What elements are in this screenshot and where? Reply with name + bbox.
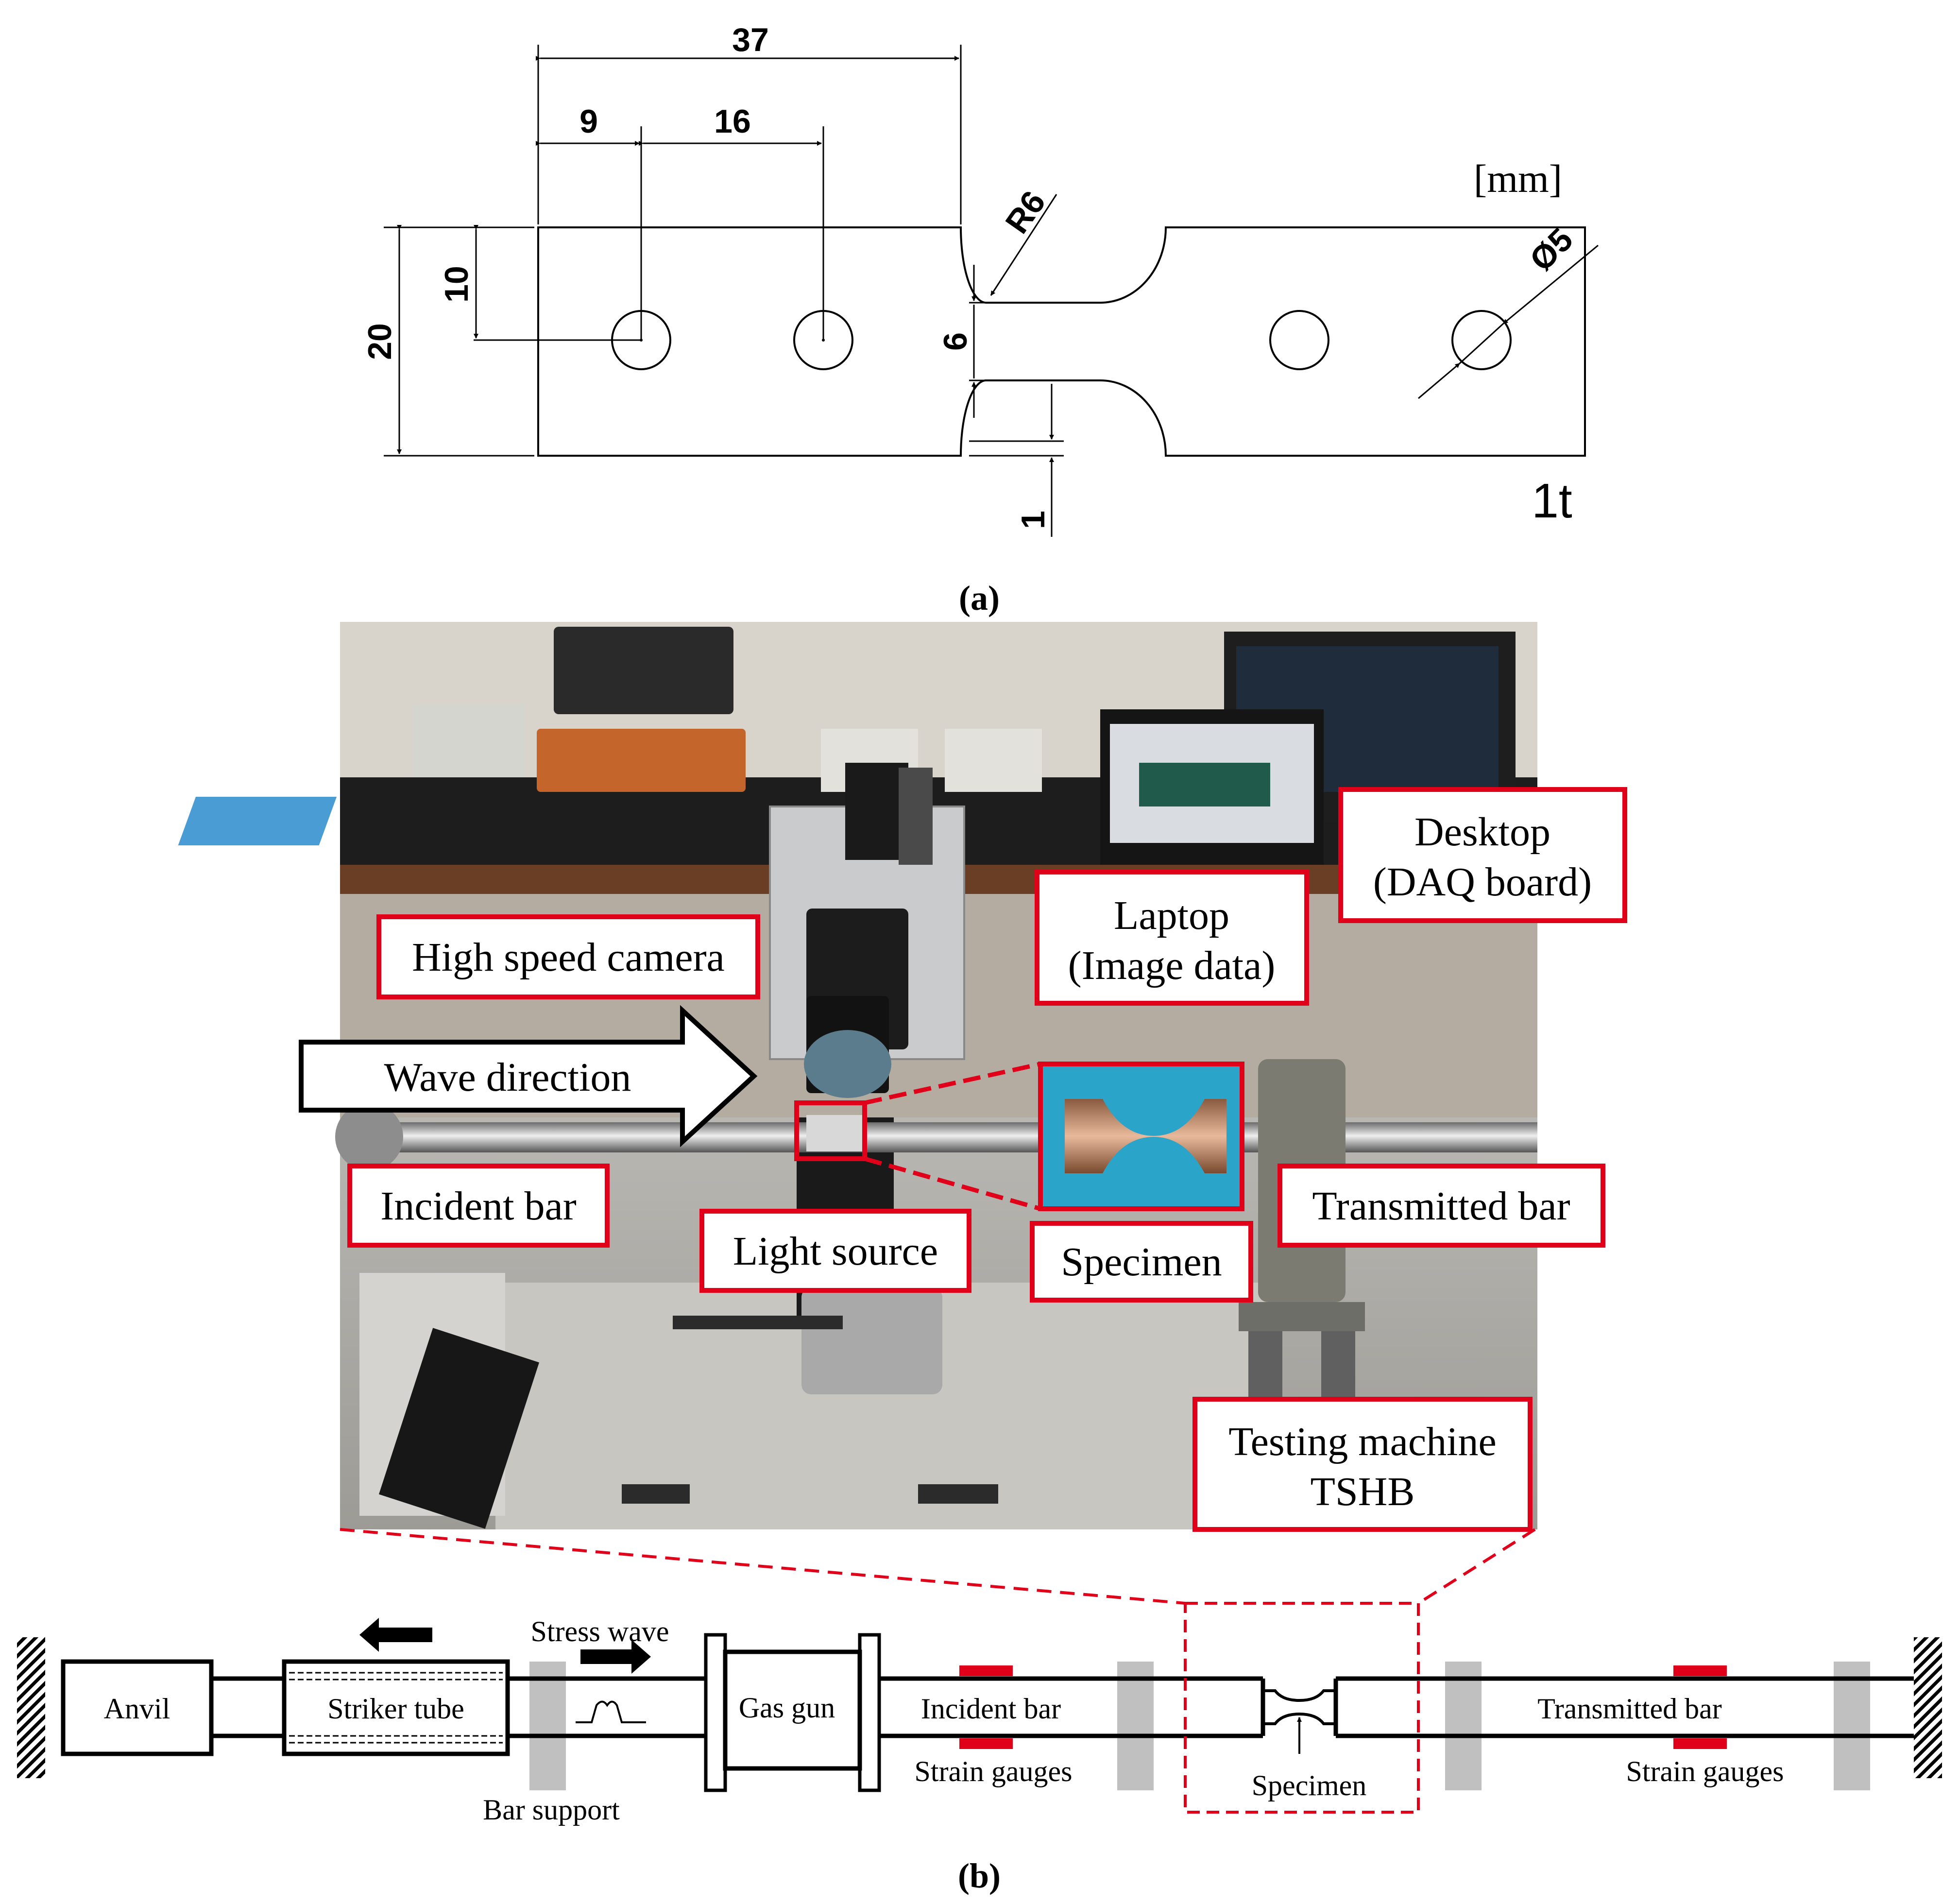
dim-37-label: 37 bbox=[732, 21, 769, 58]
hole-4 bbox=[1451, 310, 1512, 370]
caption-b: (b) bbox=[958, 1856, 1001, 1895]
gas-gun-label: Gas gun bbox=[739, 1692, 835, 1724]
dim-20-label: 20 bbox=[361, 323, 398, 360]
label-laptop: Laptop (Image data) bbox=[1035, 870, 1309, 1006]
svg-text:Incident bar: Incident bar bbox=[380, 1184, 576, 1229]
wave-direction-label: Wave direction bbox=[384, 1055, 631, 1100]
svg-text:Transmitted bar: Transmitted bar bbox=[1312, 1184, 1570, 1229]
dim-9-label: 9 bbox=[579, 103, 598, 140]
label-light-source: Light source bbox=[699, 1209, 971, 1293]
caption-a: (a) bbox=[959, 579, 1000, 618]
specimen-inset bbox=[794, 1062, 1244, 1211]
svg-text:(Image data): (Image data) bbox=[1068, 943, 1276, 988]
specimen-drawing: 37 9 16 20 10 6 1 R6 Ø5 [mm] 1t bbox=[361, 21, 1599, 537]
label-specimen-photo: Specimen bbox=[1030, 1221, 1253, 1303]
svg-text:Specimen: Specimen bbox=[1061, 1239, 1222, 1285]
left-wall bbox=[17, 1637, 45, 1778]
wave-direction-arrow: Wave direction bbox=[299, 1005, 758, 1148]
svg-text:TSHB: TSHB bbox=[1311, 1469, 1415, 1514]
anvil-label: Anvil bbox=[104, 1693, 170, 1725]
striker-tube-label: Striker tube bbox=[327, 1693, 464, 1725]
dim-10-label: 10 bbox=[438, 266, 475, 303]
svg-text:Desktop: Desktop bbox=[1414, 809, 1550, 855]
unit-label: [mm] bbox=[1474, 156, 1562, 201]
thickness-label: 1t bbox=[1532, 474, 1572, 528]
dim-1-label: 1 bbox=[1015, 511, 1052, 529]
specimen-schematic-label: Specimen bbox=[1252, 1769, 1367, 1801]
label-high-speed-camera: High speed camera bbox=[376, 914, 760, 999]
label-testing-machine: Testing machine TSHB bbox=[1192, 1397, 1533, 1532]
hole-3 bbox=[1269, 310, 1329, 370]
specimen-outline bbox=[537, 226, 1586, 457]
label-incident-bar: Incident bar bbox=[347, 1164, 610, 1248]
dim-r6-label: R6 bbox=[998, 184, 1053, 240]
bar-support-label: Bar support bbox=[483, 1794, 620, 1826]
dim-d5-label: Ø5 bbox=[1523, 221, 1580, 278]
svg-text:Laptop: Laptop bbox=[1114, 893, 1229, 938]
strain-gauges-label-1: Strain gauges bbox=[915, 1755, 1073, 1787]
svg-text:(DAQ board): (DAQ board) bbox=[1373, 859, 1592, 905]
transmitted-bar-label: Transmitted bar bbox=[1537, 1693, 1721, 1725]
strain-gauges-label-2: Strain gauges bbox=[1626, 1755, 1784, 1787]
svg-text:High speed camera: High speed camera bbox=[412, 935, 725, 980]
svg-text:Light source: Light source bbox=[733, 1229, 938, 1274]
right-wall bbox=[1914, 1637, 1942, 1778]
svg-text:Testing machine: Testing machine bbox=[1228, 1419, 1497, 1464]
label-transmitted-bar: Transmitted bar bbox=[1278, 1164, 1605, 1248]
stress-wave-label: Stress wave bbox=[531, 1615, 669, 1647]
incident-bar-label: Incident bar bbox=[921, 1693, 1061, 1725]
label-desktop: Desktop (DAQ board) bbox=[1338, 787, 1627, 923]
dim-16-label: 16 bbox=[714, 103, 751, 140]
dim-6-label: 6 bbox=[937, 332, 974, 351]
tshb-schematic: Anvil Striker tube Stress wave Gas gun I… bbox=[17, 1602, 1942, 1826]
